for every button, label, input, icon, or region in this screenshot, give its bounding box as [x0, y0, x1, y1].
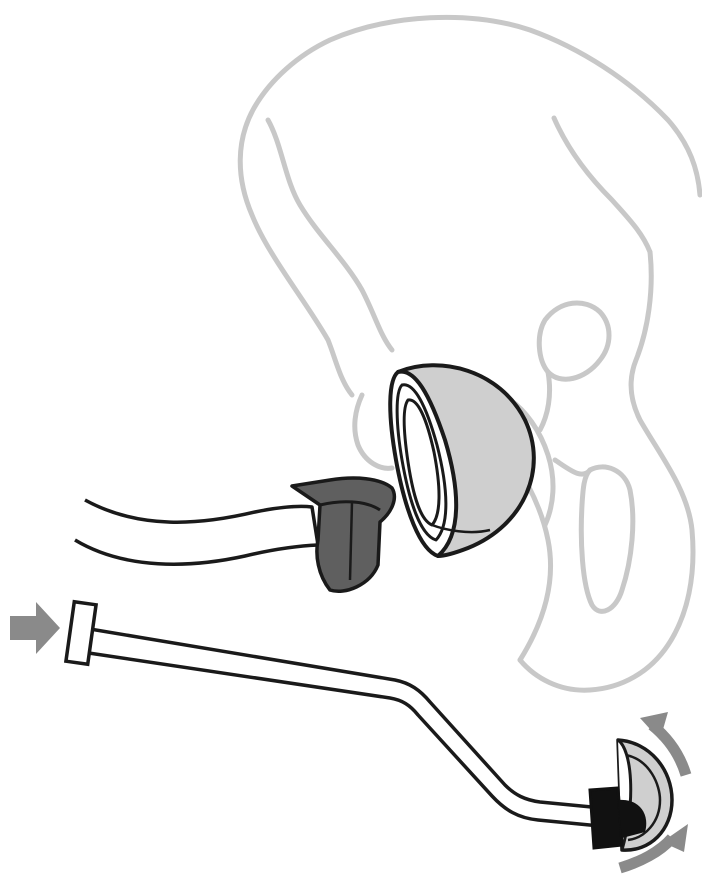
reamer-coupling — [590, 788, 622, 848]
pelvis-outline — [240, 17, 700, 690]
impactor-instrument — [75, 478, 394, 591]
push-arrow-icon — [10, 602, 60, 654]
acetabular-cup — [390, 365, 534, 556]
impactor-shaft — [75, 500, 318, 564]
reamer-instrument — [66, 602, 672, 850]
